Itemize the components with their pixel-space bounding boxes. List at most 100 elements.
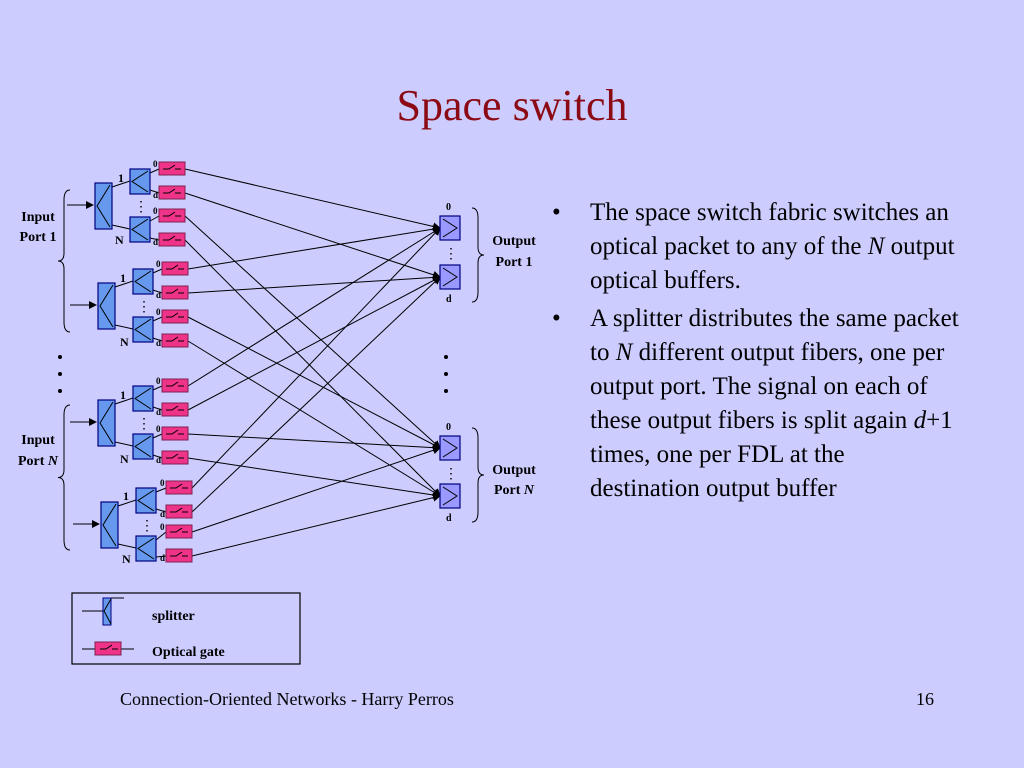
output-port-n-brace bbox=[471, 427, 485, 523]
optical-gate bbox=[161, 261, 189, 276]
fabric-link bbox=[187, 433, 441, 452]
label-d: d bbox=[156, 290, 161, 300]
label-one: 1 bbox=[120, 271, 126, 285]
sub-splitter bbox=[135, 535, 157, 562]
optical-gate bbox=[165, 548, 193, 563]
label-zero: 0 bbox=[153, 159, 158, 169]
bullet-text: The space switch fabric switches an opti… bbox=[590, 199, 955, 294]
fabric-link bbox=[187, 273, 441, 294]
optical-gate bbox=[161, 402, 189, 417]
output-port-1-brace bbox=[471, 207, 485, 303]
optical-gate bbox=[161, 378, 189, 393]
vertical-ellipsis: ⋮ bbox=[140, 519, 154, 534]
label-zero: 0 bbox=[156, 259, 161, 269]
label-d: d bbox=[160, 553, 165, 563]
vertical-ellipsis: ⋮ bbox=[444, 467, 458, 482]
fabric-link bbox=[184, 215, 441, 449]
label-zero: 0 bbox=[156, 376, 161, 386]
label-zero: 0 bbox=[156, 424, 161, 434]
sub-splitter bbox=[132, 385, 154, 412]
wire bbox=[149, 215, 160, 222]
optical-gate bbox=[158, 161, 186, 176]
vertical-ellipsis: ⋮ bbox=[444, 247, 458, 262]
label-n: N bbox=[120, 335, 129, 349]
legend-splitter-symbol bbox=[82, 597, 124, 626]
connection-lines bbox=[67, 168, 441, 558]
label-d: d bbox=[156, 338, 161, 348]
optical-gate bbox=[165, 504, 193, 519]
wire bbox=[117, 499, 137, 507]
optical-gate bbox=[158, 185, 186, 200]
wire bbox=[114, 397, 134, 405]
output-buffer-0 bbox=[439, 215, 461, 241]
switch-components bbox=[94, 161, 461, 563]
separator-dot bbox=[58, 355, 62, 359]
label-zero: 0 bbox=[446, 422, 451, 433]
wire bbox=[152, 454, 163, 459]
fabric-link bbox=[187, 227, 441, 387]
wire bbox=[152, 385, 163, 391]
legend-optical-gate-label: Optical gate bbox=[152, 645, 225, 660]
diagram-labels: 0d⋮0d⋮0d0d1N⋮0d0d1N⋮0d0d1N⋮0d0d1N⋮InputP… bbox=[18, 159, 536, 566]
main-splitter bbox=[94, 182, 113, 230]
output-buffer-d bbox=[439, 483, 461, 509]
label-one: 1 bbox=[123, 489, 129, 503]
wire bbox=[152, 268, 163, 274]
optical-gate bbox=[161, 285, 189, 300]
wire bbox=[149, 189, 160, 194]
fabric-link bbox=[187, 276, 441, 411]
sub-splitter bbox=[129, 168, 151, 195]
fabric-link bbox=[187, 457, 441, 499]
footer-text: Connection-Oriented Networks - Harry Per… bbox=[120, 689, 454, 709]
wire bbox=[117, 543, 137, 549]
label-n: N bbox=[115, 233, 124, 247]
label-d: d bbox=[156, 407, 161, 417]
sub-splitter bbox=[132, 316, 154, 343]
wire bbox=[155, 487, 167, 493]
legend-optical-gate-symbol bbox=[82, 641, 134, 656]
input-port-1-label-line1: Input bbox=[21, 210, 55, 225]
label-zero: 0 bbox=[153, 206, 158, 216]
wire bbox=[111, 224, 131, 230]
input-port-1-brace bbox=[57, 189, 71, 333]
main-splitter bbox=[97, 282, 116, 330]
fabric-link bbox=[191, 276, 441, 513]
output-buffer-d bbox=[439, 264, 461, 290]
wire bbox=[155, 531, 167, 541]
fabric-link bbox=[191, 227, 441, 489]
bullet-item: • The space switch fabric switches an op… bbox=[540, 196, 960, 298]
label-one: 1 bbox=[120, 388, 126, 402]
input-port-n-brace bbox=[57, 404, 71, 551]
vertical-ellipsis: ⋮ bbox=[137, 300, 151, 315]
bullet-item: • A splitter distributes the same packet… bbox=[540, 302, 960, 506]
wire bbox=[111, 180, 131, 188]
fabric-link bbox=[187, 225, 441, 270]
bullet-text: A splitter distributes the same packet t… bbox=[590, 305, 959, 502]
wire bbox=[149, 237, 160, 241]
fabric-link bbox=[184, 168, 441, 231]
wire bbox=[149, 168, 160, 174]
label-zero: 0 bbox=[160, 522, 165, 532]
label-d: d bbox=[446, 294, 452, 305]
bullet-symbol: • bbox=[552, 199, 561, 226]
fabric-link bbox=[191, 493, 441, 557]
separator-dot bbox=[444, 355, 448, 359]
sub-splitter bbox=[132, 433, 154, 460]
label-n: N bbox=[120, 452, 129, 466]
vertical-ellipsis: ⋮ bbox=[134, 200, 148, 215]
fabric-link bbox=[187, 340, 441, 497]
label-one: 1 bbox=[118, 171, 124, 185]
optical-gate bbox=[161, 426, 189, 441]
optical-gate bbox=[161, 333, 189, 348]
optical-gate bbox=[161, 450, 189, 465]
main-splitter bbox=[97, 399, 116, 447]
input-port-n-label-line2: Port N bbox=[18, 454, 59, 469]
output-buffer-0 bbox=[439, 435, 461, 461]
page-number: 16 bbox=[916, 689, 934, 709]
wire bbox=[152, 406, 163, 411]
fabric-link bbox=[184, 239, 441, 497]
fabric-link bbox=[184, 192, 441, 279]
wire bbox=[152, 316, 163, 322]
fabric-link bbox=[191, 446, 441, 533]
